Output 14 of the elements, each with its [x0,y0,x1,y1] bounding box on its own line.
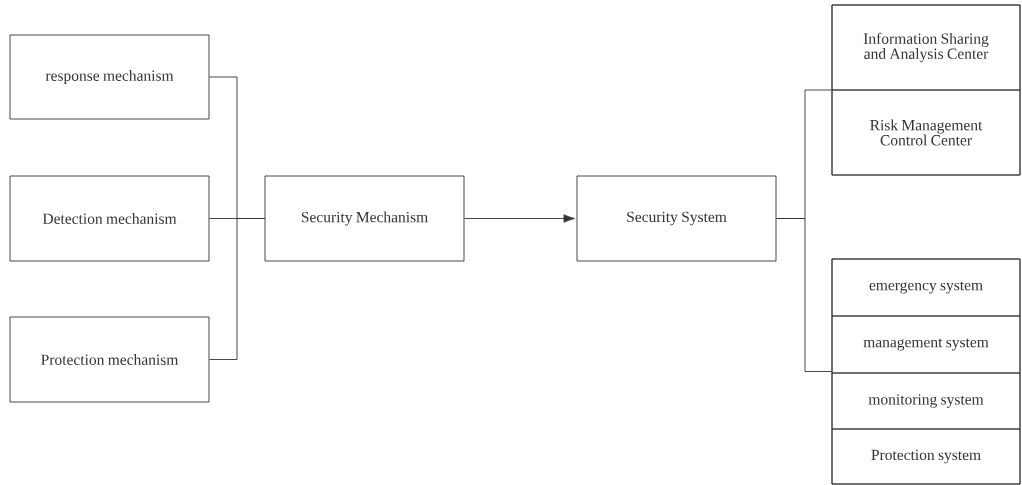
table-cell: emergency system [831,258,1021,317]
table-cell: Protection system [831,428,1021,485]
table-cell: Risk Management Control Center [831,89,1021,176]
table-cell: Information Sharing and Analysis Center [831,4,1021,91]
connector-line [209,218,265,360]
arrow [464,214,575,223]
process-box: Security System [576,175,777,262]
process-box: Protection mechanism [9,316,210,403]
process-box: Detection mechanism [9,175,210,262]
process-box: response mechanism [9,34,210,120]
process-box: Security Mechanism [264,175,465,262]
table-cell: management system [831,315,1021,374]
table-cell: monitoring system [831,372,1021,430]
connector-line [776,218,832,372]
